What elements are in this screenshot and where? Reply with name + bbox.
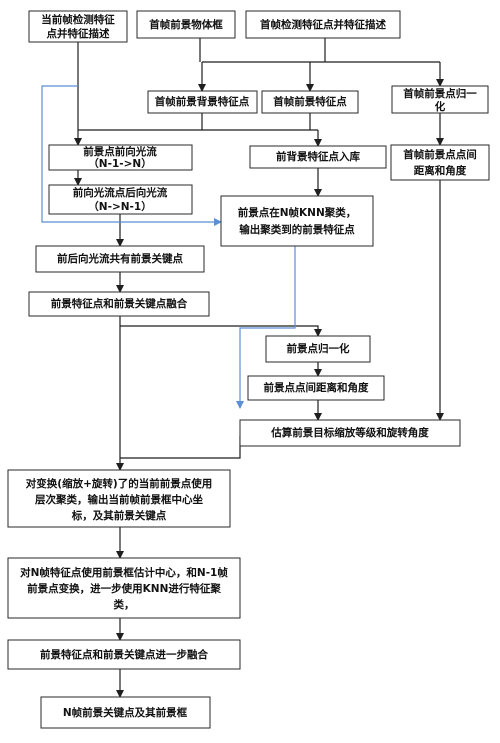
node-text-line: 对变换(缩放+旋转)了的当前前景点使用 — [26, 477, 212, 490]
node-text-line: 距离和角度 — [414, 164, 467, 177]
node-text-line: 标，及其前景关键点 — [71, 509, 167, 522]
node-text-line: 前后向光流共有前景关键点 — [57, 252, 183, 265]
node-text-line: 首帧前景背景特征点 — [155, 95, 250, 108]
node-fwd-pts-backward-flow: 前向光流点后向光流 （N->N-1） — [48, 184, 193, 215]
node-text-line: 前向光流点后向光流 — [73, 186, 168, 199]
node-text-line: 首帧前景点点间 — [403, 148, 477, 161]
node-text-line: 首帧前景点归一 — [403, 87, 477, 100]
node-first-frame-fg-box: 首帧前景物体框 — [136, 10, 236, 39]
feedback-edges — [41, 85, 296, 409]
node-first-frame-detect: 首帧检测特征点并特征描述 — [245, 10, 401, 39]
node-further-fusion: 前景特征点和前景关键点进一步融合 — [7, 639, 241, 670]
node-estimate-scale-rot: 估算前景目标缩放等级和旋转角度 — [239, 419, 461, 447]
edge-branch-to-normalize — [120, 325, 322, 337]
node-text-line: 前景点点间距离和角度 — [264, 381, 369, 394]
node-text-line: 前景点前向光流 — [83, 145, 157, 158]
node-text-line: 前背景特征点入库 — [276, 150, 360, 163]
edge-fg-pts-merge — [78, 113, 318, 131]
node-text-line: （N->N-1） — [88, 200, 151, 213]
node-text-line: 前景点归一化 — [287, 342, 350, 355]
node-first-frame-dist-angle: 首帧前景点点间 距离和角度 — [390, 144, 490, 181]
node-hier-cluster: 对变换(缩放+旋转)了的当前前景点使用 层次聚类，输出当前帧前景框中心坐 标，及… — [7, 469, 231, 528]
node-text-line: 首帧前景物体框 — [149, 18, 223, 31]
node-text-line: 输出聚类到的前景特征点 — [239, 223, 355, 236]
node-text-line: 层次聚类，输出当前帧前景框中心坐 — [35, 493, 203, 506]
edge-blue-cur-to-knn — [41, 85, 222, 226]
node-output: N帧前景关键点及其前景框 — [40, 696, 211, 729]
node-knn-cluster: 前景点在N帧KNN聚类， 输出聚类到的前景特征点 — [220, 195, 374, 247]
edge-top-fanout — [199, 38, 440, 63]
node-text-line: 对N帧特征点使用前景框估计中心，和N-1帧 — [20, 566, 228, 579]
node-text-line: 前景特征点和前景关键点进一步融合 — [40, 648, 208, 661]
node-first-frame-fg-normalize: 首帧前景点归一 化 — [391, 85, 489, 114]
node-text-line: N帧前景关键点及其前景框 — [63, 706, 188, 719]
node-text-line: 当前帧检测特征 — [41, 13, 115, 26]
node-text-line: 首帧检测特征点并特征描述 — [260, 18, 386, 31]
node-fg-dist-angle: 前景点点间距离和角度 — [247, 375, 385, 401]
node-first-frame-fg-bg-pts: 首帧前景背景特征点 — [147, 90, 258, 114]
node-text-line: 首帧前景特征点 — [273, 95, 347, 108]
node-first-frame-fg-pts: 首帧前景特征点 — [261, 90, 359, 114]
node-text-line: 前景点在N帧KNN聚类， — [238, 206, 357, 219]
node-text-line: 点并特征描述 — [47, 27, 110, 40]
node-shared-keypoints: 前后向光流共有前景关键点 — [35, 245, 205, 273]
edges — [74, 38, 444, 698]
node-text-line: （N-1->N） — [88, 157, 151, 170]
node-text-line: 前景特征点和前景关键点融合 — [51, 297, 188, 310]
node-fg-bg-pts-store: 前背景特征点入库 — [249, 145, 387, 169]
node-text-line: 类， — [114, 598, 135, 611]
edge-estimate-to-hier — [120, 436, 241, 459]
node-fg-forward-flow: 前景点前向光流 （N-1->N） — [48, 144, 193, 171]
node-fusion: 前景特征点和前景关键点融合 — [28, 291, 210, 317]
node-cur-frame-detect: 当前帧检测特征 点并特征描述 — [28, 10, 128, 43]
node-text-line: 前景点变换，进一步使用KNN进行特征聚 — [27, 582, 221, 595]
node-fg-normalize: 前景点归一化 — [265, 335, 371, 363]
node-knn-refine: 对N帧特征点使用前景框估计中心，和N-1帧 前景点变换，进一步使用KNN进行特征… — [7, 557, 241, 619]
edge-blue-knn-to-hier — [236, 246, 296, 409]
node-text-line: 化 — [435, 100, 446, 113]
node-text-line: 估算前景目标缩放等级和旋转角度 — [270, 426, 429, 439]
